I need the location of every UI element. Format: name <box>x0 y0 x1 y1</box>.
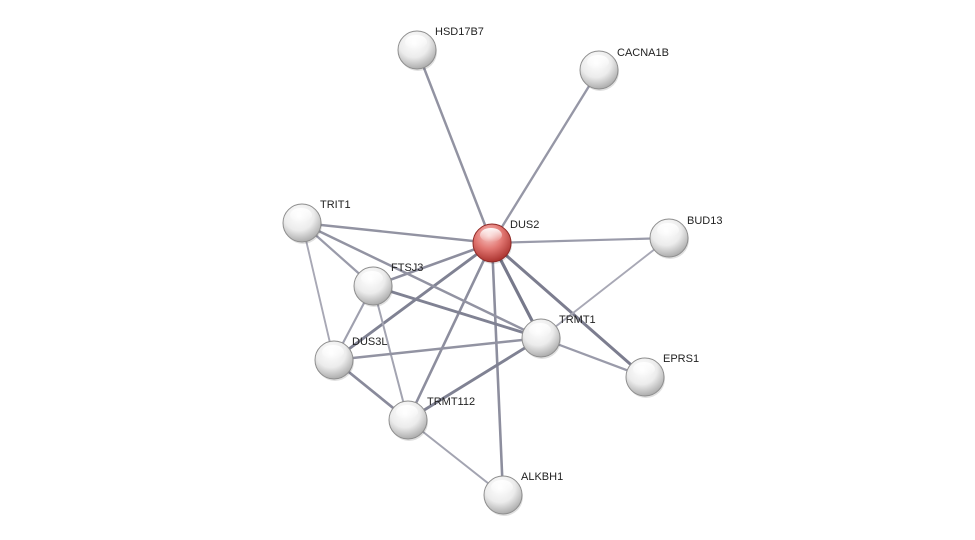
edge-dus2-cacna1b <box>490 68 601 245</box>
edge-ftsj3-trmt1 <box>371 284 543 340</box>
node-highlight <box>405 35 427 49</box>
node-label-ftsj3: FTSJ3 <box>391 262 423 274</box>
node-highlight <box>633 362 655 376</box>
node-label-bud13: BUD13 <box>687 215 722 227</box>
node-alkbh1[interactable]: ALKBH1 <box>483 471 563 516</box>
node-label-trmt1: TRMT1 <box>559 314 596 326</box>
node-dus2[interactable]: DUS2 <box>472 219 539 264</box>
edge-dus2-ftsj3 <box>371 241 494 288</box>
edge-trmt1-trmt112 <box>406 336 543 422</box>
node-highlight <box>361 271 383 285</box>
node-highlight <box>290 208 312 222</box>
node-eprs1[interactable]: EPRS1 <box>625 353 699 398</box>
node-label-hsd17b7: HSD17B7 <box>435 26 484 38</box>
edge-dus2-alkbh1 <box>490 241 505 497</box>
node-cacna1b[interactable]: CACNA1B <box>579 47 669 91</box>
edge-dus2-trit1 <box>300 221 494 245</box>
node-trmt112[interactable]: TRMT112 <box>388 396 475 441</box>
node-label-trit1: TRIT1 <box>320 199 351 211</box>
edge-dus2-dus3l <box>332 241 494 362</box>
node-bud13[interactable]: BUD13 <box>649 215 722 259</box>
node-highlight <box>529 323 551 337</box>
edge-trmt1-bud13 <box>540 237 670 339</box>
edge-trit1-trmt1 <box>300 221 543 340</box>
node-highlight <box>491 480 513 494</box>
node-dus3l[interactable]: DUS3L <box>314 336 387 381</box>
node-trmt1[interactable]: TRMT1 <box>521 314 596 359</box>
node-trit1[interactable]: TRIT1 <box>282 199 351 244</box>
edge-dus3l-trmt1 <box>332 336 543 362</box>
edge-dus2-hsd17b7 <box>415 48 494 245</box>
node-highlight <box>480 228 502 242</box>
node-ftsj3[interactable]: FTSJ3 <box>353 262 423 307</box>
node-highlight <box>322 345 344 359</box>
edge-trit1-dus3l <box>301 222 335 361</box>
node-label-cacna1b: CACNA1B <box>617 47 669 59</box>
node-highlight <box>657 223 679 237</box>
edge-layer <box>300 48 671 497</box>
edge-dus2-trmt112 <box>406 241 494 422</box>
node-label-dus2: DUS2 <box>510 219 539 231</box>
node-label-eprs1: EPRS1 <box>663 353 699 365</box>
edge-dus2-bud13 <box>490 236 671 245</box>
node-label-trmt112: TRMT112 <box>427 396 475 408</box>
node-label-dus3l: DUS3L <box>352 336 387 348</box>
node-hsd17b7[interactable]: HSD17B7 <box>397 26 484 71</box>
node-highlight <box>587 55 609 69</box>
edge-trmt112-alkbh1 <box>407 419 504 496</box>
edge-dus2-eprs1 <box>490 241 647 379</box>
node-label-alkbh1: ALKBH1 <box>521 471 563 483</box>
node-highlight <box>396 405 418 419</box>
